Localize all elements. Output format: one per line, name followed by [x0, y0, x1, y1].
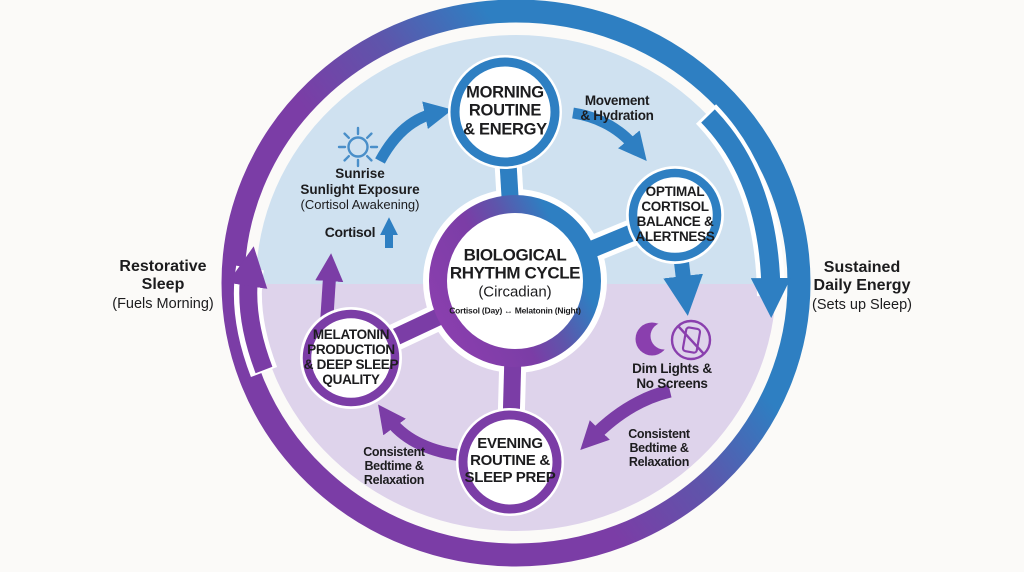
- optimal-down-arrow: [663, 257, 703, 316]
- sunrise-subtitle: (Cortisol Awakening): [300, 196, 420, 212]
- restorative-sleep-title: Restorative Sleep: [119, 257, 207, 294]
- hub-note: Cortisol (Day) ↔ Melatonin (Night): [449, 305, 581, 315]
- sustained-energy-down-arrow: [701, 109, 791, 318]
- restorative-sleep-up-arrow: [227, 246, 273, 374]
- no-screens-icon: [670, 319, 712, 361]
- evening-node-label: EVENING ROUTINE & SLEEP PREP: [464, 434, 556, 486]
- sunrise-title: Sunrise Sunlight Exposure: [300, 165, 420, 197]
- morning-to-optimal-arrow: [572, 107, 647, 161]
- cortisol-label: Cortisol: [324, 224, 376, 241]
- morning-node-label: MORNING ROUTINE & ENERGY: [463, 83, 547, 139]
- evening-to-melatonin-arrow: [378, 404, 459, 461]
- dim-lights-to-evening-arrow: [580, 384, 672, 451]
- melatonin-node-circle: [302, 309, 400, 407]
- moon-icon: [635, 322, 678, 356]
- sunlight-to-morning-arrow: [375, 101, 453, 164]
- hub-label-block: BIOLOGICAL RHYTHM CYCLE (Circadian) Cort…: [440, 246, 590, 315]
- sustained-energy-subtitle: (Sets up Sleep): [812, 296, 912, 313]
- optimal-node-label: OPTIMAL CORTISOL BALANCE & ALERTNESS: [635, 183, 715, 245]
- consistent-bedtime-right-label: Consistent Bedtime & Relaxation: [628, 427, 690, 469]
- restorative-sleep-subtitle: (Fuels Morning): [112, 295, 214, 312]
- evening-node-circle: [458, 410, 562, 514]
- dim-lights-label: Dim Lights & No Screens: [632, 360, 712, 391]
- consistent-bedtime-left-label: Consistent Bedtime & Relaxation: [363, 445, 425, 487]
- morning-node-circle: [450, 57, 560, 167]
- melatonin-node-label: MELATONIN PRODUCTION & DEEP SLEEP QUALIT…: [303, 326, 399, 388]
- sunrise-label-block: Sunrise Sunlight Exposure (Cortisol Awak…: [270, 166, 450, 212]
- optimal-node-circle: [628, 168, 722, 262]
- sustained-energy-label-block: Sustained Daily Energy (Sets up Sleep): [772, 259, 952, 313]
- sustained-energy-title: Sustained Daily Energy: [813, 258, 911, 295]
- sun-icon: [337, 126, 379, 168]
- movement-hydration-label: Movement & Hydration: [580, 92, 654, 123]
- hub-subtitle: (Circadian): [478, 283, 552, 301]
- hub-circle: [429, 195, 601, 367]
- hub-title: BIOLOGICAL RHYTHM CYCLE: [449, 245, 581, 283]
- restorative-sleep-label-block: Restorative Sleep (Fuels Morning): [78, 258, 248, 312]
